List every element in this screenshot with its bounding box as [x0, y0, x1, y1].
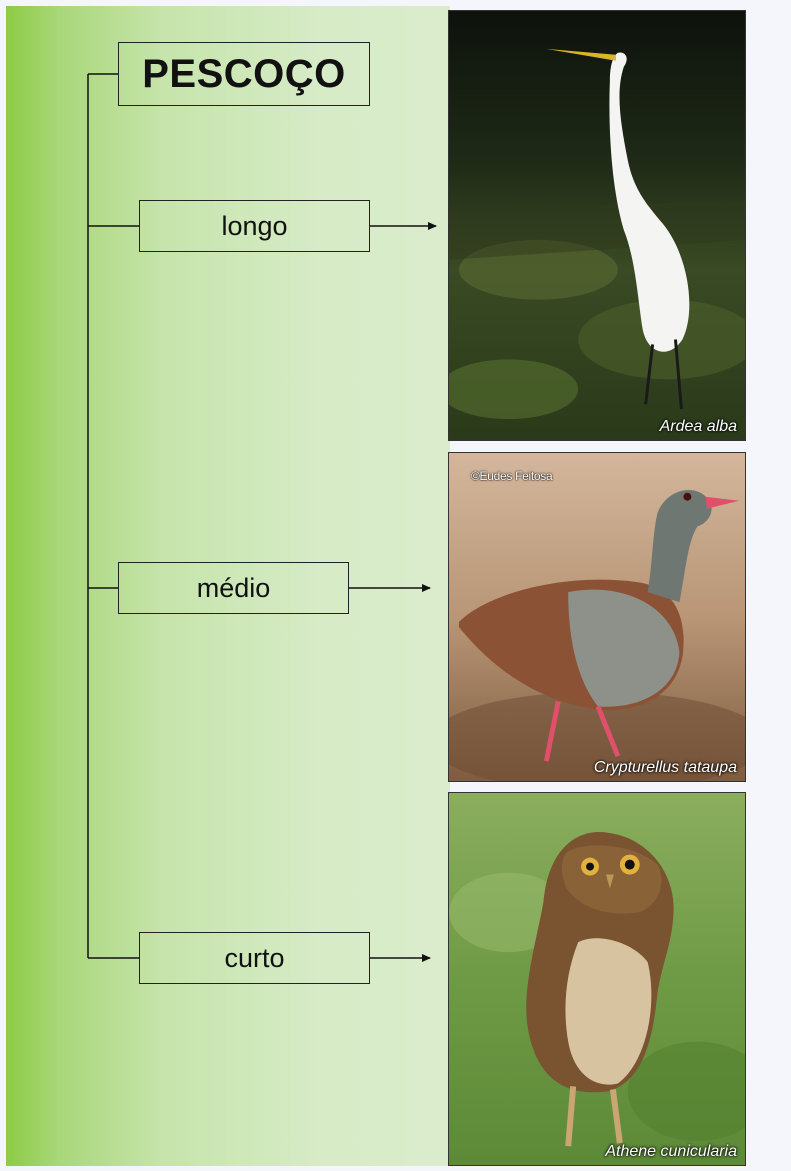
option-box-medio: médio — [118, 562, 349, 614]
option-label-medio: médio — [197, 573, 271, 604]
photo-ardea-alba: Ardea alba — [448, 10, 746, 441]
tinamou-illustration — [449, 453, 745, 781]
option-label-curto: curto — [224, 943, 284, 974]
egret-illustration — [449, 11, 745, 440]
species-caption-ardea-alba: Ardea alba — [660, 418, 737, 436]
title-box: PESCOÇO — [118, 42, 370, 106]
owl-illustration — [449, 793, 745, 1165]
species-caption-athene-cunicularia: Athene cunicularia — [605, 1143, 737, 1161]
option-box-curto: curto — [139, 932, 370, 984]
option-label-longo: longo — [221, 211, 287, 242]
photo-athene-cunicularia: Athene cunicularia — [448, 792, 746, 1166]
title-label: PESCOÇO — [142, 52, 346, 97]
photo-crypturellus-tataupa: ©Eudes Feitosa Crypturellus tataupa — [448, 452, 746, 782]
option-box-longo: longo — [139, 200, 370, 252]
photo-credit: ©Eudes Feitosa — [471, 469, 552, 483]
species-caption-crypturellus-tataupa: Crypturellus tataupa — [594, 759, 737, 777]
